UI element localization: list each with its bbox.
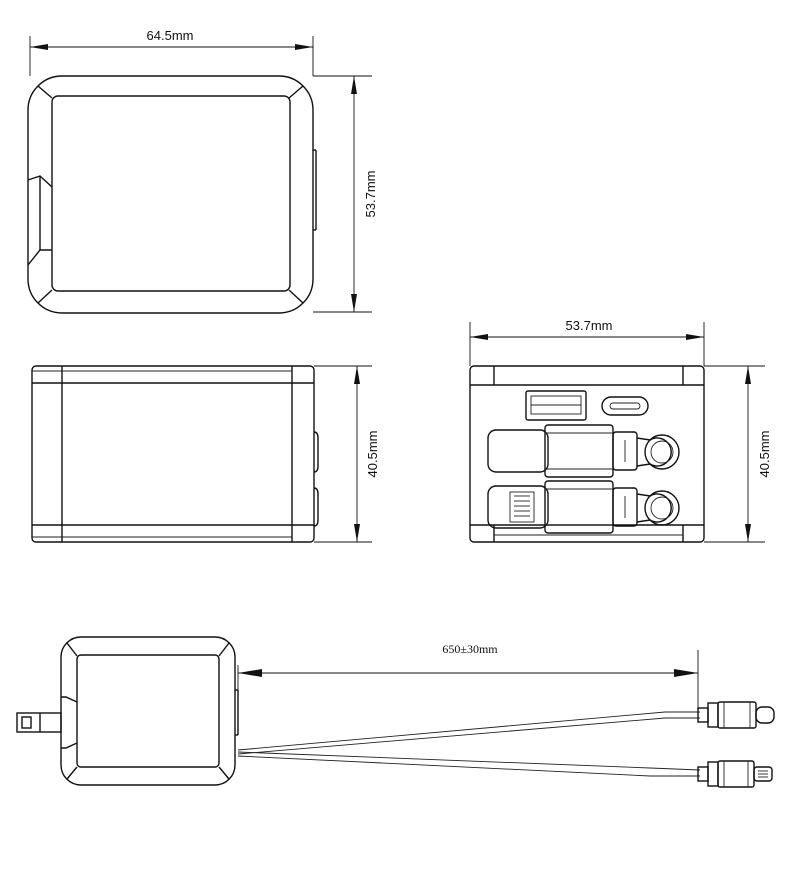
upper-cable-connector: [487, 424, 680, 478]
side-height-label: 40.5mm: [365, 431, 380, 478]
usb-c-port: [601, 396, 649, 416]
cable-end-usb-c: [697, 701, 775, 729]
top-height-label: 53.7mm: [363, 171, 378, 218]
top-view: [27, 75, 317, 314]
front-view: [469, 365, 705, 543]
cable-view: [16, 636, 775, 788]
front-height-label: 40.5mm: [757, 431, 772, 478]
dimension-front-width: 53.7mm: [469, 318, 705, 366]
lower-cable-connector: [487, 480, 680, 534]
cable-length-label: 650±30mm: [442, 642, 498, 656]
dimension-cable-length: 650±30mm: [237, 642, 699, 708]
cable-end-lightning: [697, 760, 773, 788]
dimension-top-width: 64.5mm: [29, 28, 314, 76]
side-view: [31, 365, 319, 543]
dimension-top-height: 53.7mm: [313, 75, 378, 313]
dimension-front-height: 40.5mm: [704, 365, 772, 543]
plug-prongs: [16, 696, 78, 749]
top-width-label: 64.5mm: [147, 28, 194, 43]
dimension-side-height: 40.5mm: [314, 365, 380, 543]
front-width-label: 53.7mm: [566, 318, 613, 333]
usb-a-port: [525, 390, 587, 421]
